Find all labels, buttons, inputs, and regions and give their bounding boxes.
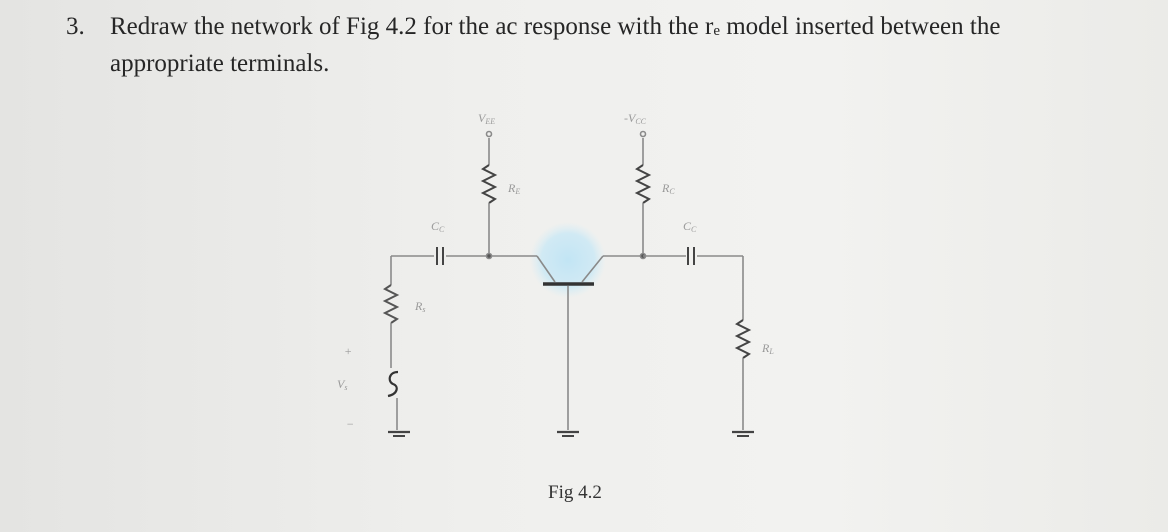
label-vcc: -VCC (624, 111, 647, 126)
transistor-collector-lead (581, 255, 604, 283)
label-rl: RL (761, 341, 774, 356)
transistor-highlight (530, 222, 606, 298)
transistor-emitter-lead (536, 255, 556, 283)
label-rs: Rs (414, 299, 425, 314)
question-subscript: e (713, 23, 720, 39)
label-rc: RC (661, 181, 675, 196)
ac-source-symbol (387, 370, 399, 398)
question-line-2: appropriate terminals. (110, 50, 330, 77)
label-minus: − (346, 417, 354, 431)
label-vee: VEE (478, 111, 495, 126)
resistor-re (480, 164, 498, 204)
question-text: 3. Redraw the network of Fig 4.2 for the … (66, 10, 1136, 81)
label-plus: + (344, 344, 352, 358)
resistor-rs (382, 284, 400, 324)
label-vs: Vs (337, 377, 347, 392)
resistor-rl (734, 319, 752, 359)
label-cc-in: CC (431, 219, 445, 234)
vcc-terminal (639, 130, 647, 138)
resistor-rc (634, 164, 652, 204)
question-text-part2: model inserted between the (719, 13, 1001, 40)
question-text-part1: Redraw the network of Fig 4.2 for the ac… (110, 13, 714, 40)
vee-terminal (485, 130, 493, 138)
node-emitter (485, 252, 493, 260)
question-line-1: 3. Redraw the network of Fig 4.2 for the … (66, 10, 1136, 47)
label-cc-out: CC (683, 219, 697, 234)
label-re: RE (507, 181, 520, 196)
question-number: 3. (66, 13, 85, 40)
figure-caption: Fig 4.2 (548, 482, 602, 503)
